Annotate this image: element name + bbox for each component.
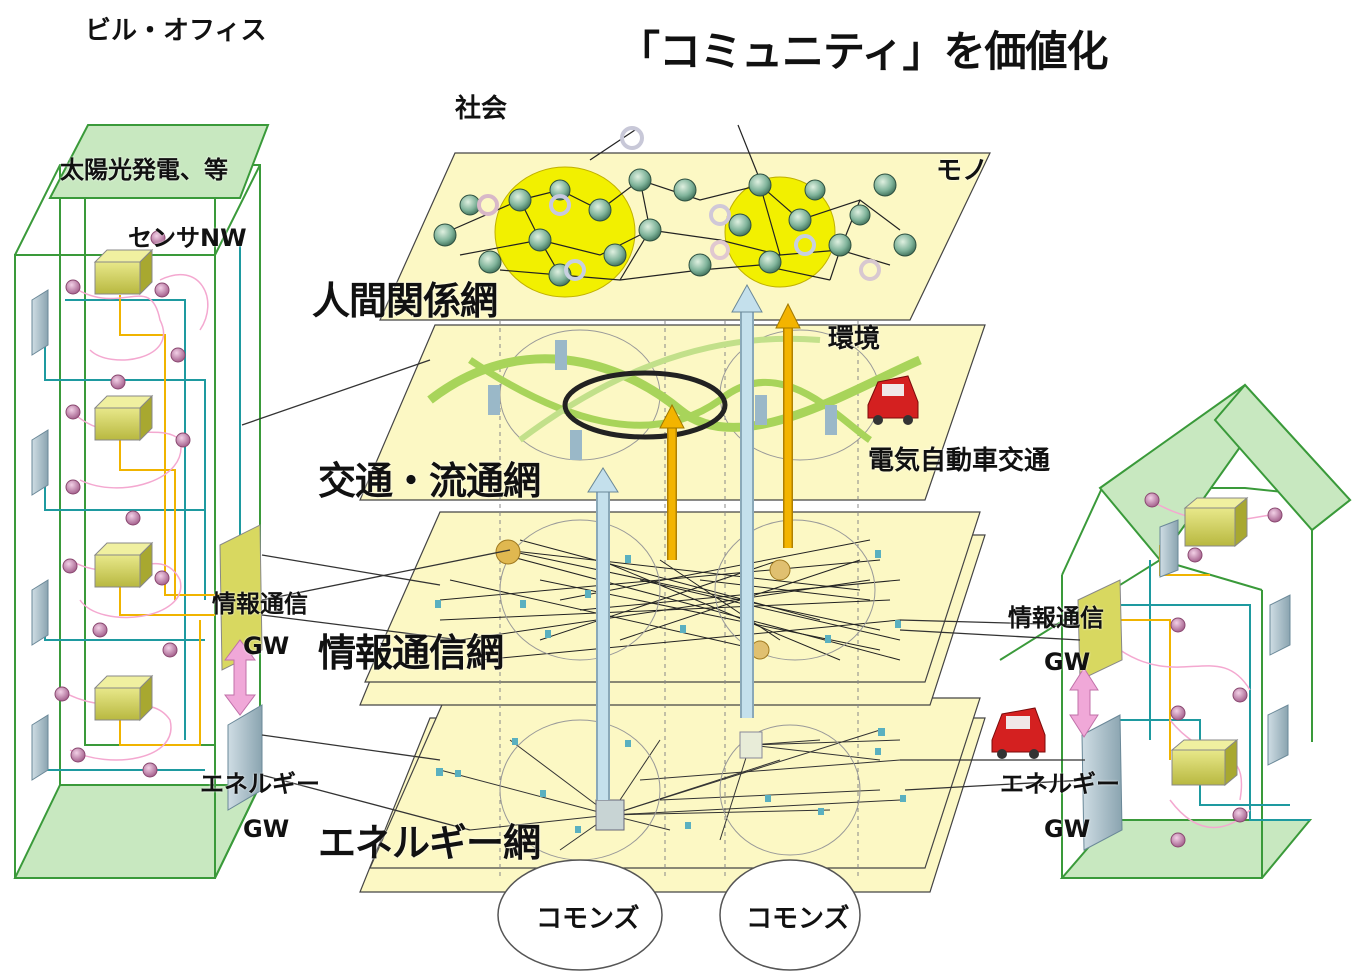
- house-gateway-link-arrow: [1069, 667, 1099, 738]
- info-network-clusters: [499, 519, 876, 661]
- value-arrows: [587, 283, 801, 800]
- house-energy-gw-suffix: GW: [1044, 815, 1091, 843]
- human-network: [433, 124, 917, 298]
- energy-network-label: エネルギー網: [318, 821, 541, 865]
- energy-nodes: [436, 728, 906, 833]
- info-gateway-icon: [219, 524, 263, 671]
- building-info-gw-suffix: GW: [243, 632, 290, 660]
- info-nodes: [435, 539, 901, 660]
- environment-label: 環境: [828, 324, 881, 354]
- house-info-gw-suffix: GW: [1044, 648, 1091, 676]
- office-building: [13, 124, 270, 879]
- building-energy-gw-suffix: GW: [243, 815, 290, 843]
- traffic-network-label: 交通・流通網: [318, 459, 541, 503]
- things-label: モノ: [936, 156, 989, 186]
- traffic-network: [427, 329, 922, 461]
- sensor-nw-label: センサNW: [128, 224, 247, 252]
- house-info-gateway-icon: [1077, 579, 1123, 681]
- gateway-link-arrow: [224, 639, 256, 716]
- device-boxes: [93, 248, 154, 722]
- human-network-label: 人間関係網: [312, 279, 498, 323]
- energy-gateway-icon: [227, 704, 263, 811]
- house-energy-gw-label: エネルギー: [1000, 770, 1120, 798]
- house: [999, 383, 1352, 879]
- building-info-gw-label: 情報通信: [212, 590, 308, 618]
- house-info-gw-label: 情報通信: [1008, 604, 1104, 632]
- society-label: 社会: [455, 94, 508, 124]
- commons-label-1: コモンズ: [536, 904, 640, 934]
- building-title: ビル・オフィス: [85, 16, 267, 46]
- commons-label-2: コモンズ: [746, 904, 850, 934]
- diagram-title: 「コミュニティ」を価値化: [618, 27, 1108, 76]
- building-energy-gw-label: エネルギー: [200, 770, 320, 798]
- ev-car-icon: [867, 375, 919, 425]
- ev-traffic-label: 電気自動車交通: [868, 446, 1051, 476]
- info-network-label: 情報通信網: [318, 631, 504, 675]
- energy-plane: [359, 697, 986, 893]
- commons-ellipses: [497, 859, 861, 971]
- connection-lines: [241, 359, 1086, 831]
- ev-car-icon-house: [991, 707, 1046, 759]
- house-energy-gateway-icon: [1081, 714, 1123, 851]
- solar-label: 太陽光発電、等: [60, 156, 228, 184]
